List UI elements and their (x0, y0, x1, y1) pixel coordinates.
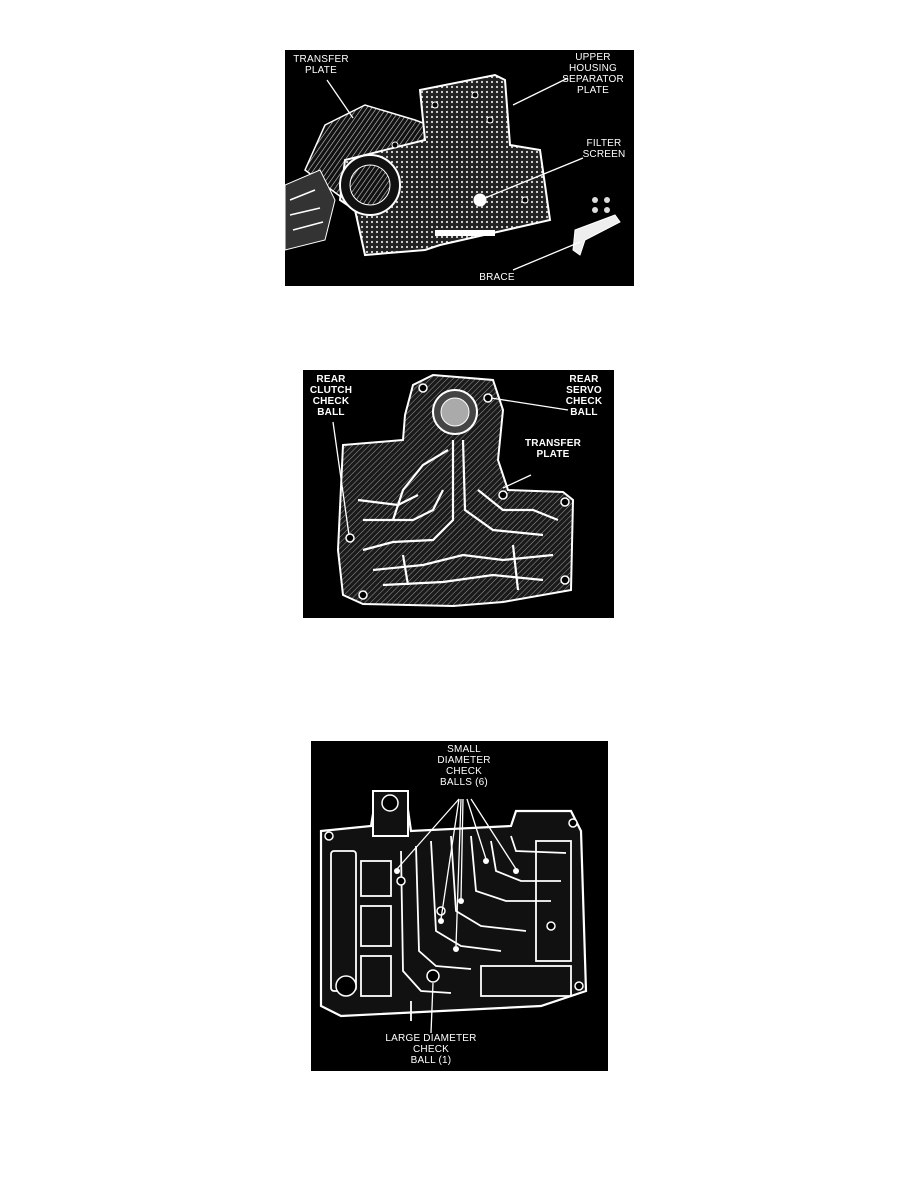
label-rear-clutch-check-ball: REAR CLUTCH CHECK BALL (309, 374, 353, 418)
figure-check-balls: SMALL DIAMETER CHECK BALLS (6) LARGE DIA… (311, 741, 608, 1071)
label-small-diameter-check-balls: SMALL DIAMETER CHECK BALLS (6) (437, 744, 491, 788)
label-large-diameter-check-ball: LARGE DIAMETER CHECK BALL (1) (385, 1033, 477, 1066)
label-transfer-plate: TRANSFER PLATE (293, 54, 349, 76)
figure-transfer-plate: REAR CLUTCH CHECK BALL REAR SERVO CHECK … (303, 370, 614, 618)
label-brace: BRACE (479, 272, 515, 283)
label-upper-housing-separator-plate: UPPER HOUSING SEPARATOR PLATE (562, 52, 624, 96)
separator-plate-illustration (285, 73, 621, 271)
figure-separator-plate: TRANSFER PLATE UPPER HOUSING SEPARATOR P… (285, 50, 634, 286)
label-transfer-plate: TRANSFER PLATE (524, 438, 582, 460)
label-rear-servo-check-ball: REAR SERVO CHECK BALL (565, 374, 603, 418)
label-filter-screen: FILTER SCREEN (582, 138, 626, 160)
valve-body-check-balls-illustration (319, 790, 588, 1034)
transfer-plate-illustration (332, 373, 575, 608)
